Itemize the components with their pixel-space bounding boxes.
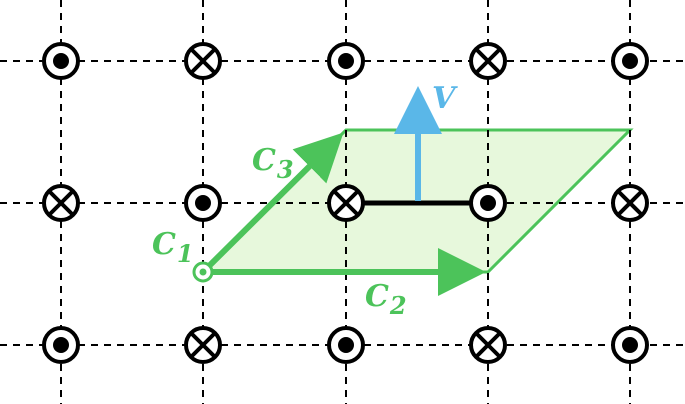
site-dot-icon — [327, 42, 365, 80]
site-dot-icon — [611, 42, 649, 80]
site-cross-icon — [611, 184, 649, 222]
c3-arrow — [202, 132, 344, 273]
site-cross-icon — [469, 326, 507, 364]
c3-label: C3 — [252, 143, 294, 184]
site-dot-icon — [327, 326, 365, 364]
site-cross-icon — [469, 42, 507, 80]
site-cross-icon — [184, 42, 222, 80]
site-dot-icon — [469, 184, 507, 222]
site-dot-icon — [611, 326, 649, 364]
c2-label: C2 — [365, 279, 407, 320]
site-dot-icon — [42, 326, 80, 364]
site-dot-icon — [184, 184, 222, 222]
site-cross-icon — [42, 184, 80, 222]
v-label: V — [432, 81, 458, 116]
c1-label: C1 — [152, 227, 194, 268]
c1-origin-marker — [192, 261, 214, 283]
site-dot-icon — [42, 42, 80, 80]
lattice-sites — [42, 42, 649, 364]
site-cross-icon — [184, 326, 222, 364]
site-cross-icon — [327, 184, 365, 222]
